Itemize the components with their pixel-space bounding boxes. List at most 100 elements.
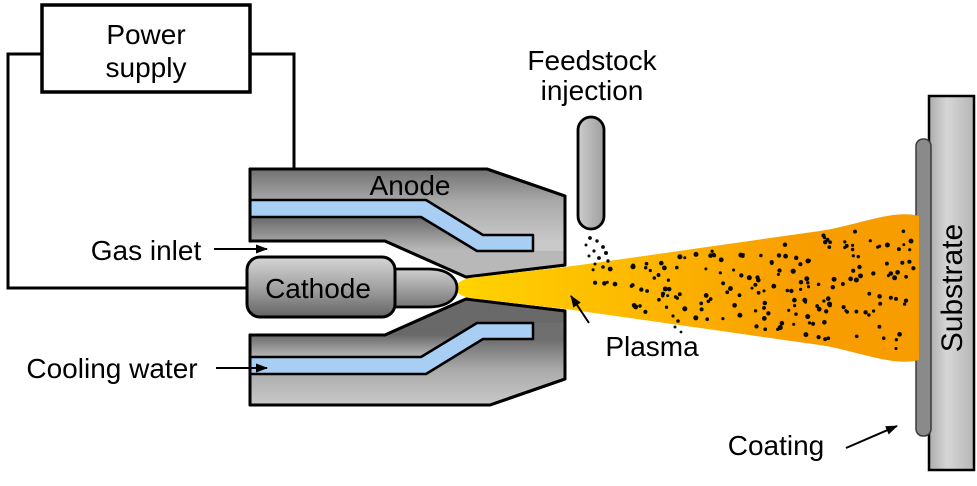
spray-particle (815, 304, 820, 309)
spray-particle (848, 276, 853, 282)
spray-particle (902, 302, 907, 306)
plasma-arrow (570, 295, 590, 324)
spray-particle (790, 268, 796, 274)
feedstock-injector-tube (576, 115, 606, 231)
spray-particle (708, 297, 713, 301)
spray-particle (737, 312, 743, 318)
spray-particle (798, 279, 804, 285)
spray-particle (826, 336, 831, 341)
spray-particle (597, 256, 601, 260)
spray-particle (602, 281, 607, 286)
spray-particle (693, 315, 699, 321)
spray-particle (706, 299, 711, 304)
spray-particle (844, 243, 849, 248)
spray-particle (806, 285, 811, 289)
spray-particle (593, 262, 597, 266)
spray-particle (776, 272, 780, 276)
spray-particle (746, 275, 752, 281)
spray-particle (652, 276, 657, 280)
spray-particle (591, 268, 595, 272)
spray-particle (737, 293, 742, 298)
spray-particle (867, 313, 871, 317)
spray-particle (798, 262, 803, 267)
spray-particle (683, 256, 687, 260)
spray-particle (721, 316, 725, 321)
spray-particle (798, 287, 803, 292)
spray-particle (811, 321, 816, 326)
spray-particle (753, 309, 758, 313)
spray-particle (703, 293, 709, 298)
spray-particle (794, 312, 798, 316)
spray-particle (904, 274, 908, 279)
gas-inlet-label: Gas inlet (91, 235, 202, 266)
cathode-tip (391, 267, 459, 309)
spray-particle (877, 294, 882, 299)
spray-particle (606, 259, 610, 263)
spray-particle (643, 265, 648, 270)
spray-particle (666, 286, 672, 292)
spray-particle (789, 288, 794, 294)
spray-particle (666, 278, 671, 282)
spray-particle (783, 253, 788, 259)
spray-particle (739, 273, 744, 278)
power-wires (6, 52, 296, 290)
spray-particle (806, 281, 810, 285)
spray-particle (601, 245, 605, 249)
spray-particle (648, 268, 652, 273)
spray-particle (851, 243, 855, 247)
substrate-bar (927, 94, 976, 472)
spray-particle (699, 301, 704, 306)
spray-particle (633, 304, 639, 310)
spray-particle (762, 305, 766, 310)
spray-particle (792, 322, 796, 326)
spray-particle (756, 290, 761, 295)
spray-particle (901, 229, 906, 234)
spray-particle (771, 283, 777, 289)
spray-particle (803, 332, 809, 338)
spray-particle (612, 281, 618, 287)
spray-particle (725, 290, 730, 295)
spray-particle (857, 264, 862, 270)
spray-particle (718, 257, 724, 263)
spray-particle (732, 268, 736, 272)
spray-particle (854, 334, 859, 339)
spray-particle (662, 286, 668, 292)
spray-particle (787, 308, 791, 312)
anode-assembly-bottom (248, 297, 567, 407)
spray-particle (782, 242, 788, 247)
spray-particle (825, 296, 831, 301)
spray-particle (777, 268, 782, 273)
spray-particle (776, 327, 780, 332)
spray-particle (677, 292, 682, 297)
spray-particle (907, 259, 912, 264)
spray-particle (766, 311, 771, 316)
spray-particle (853, 277, 859, 283)
spray-particle (822, 299, 826, 303)
spray-particle (762, 289, 766, 293)
spray-particle (903, 298, 909, 303)
spray-particle (761, 316, 767, 321)
anode-bottom-outline (248, 297, 567, 407)
spray-particle (662, 265, 667, 271)
spray-particle (894, 346, 898, 351)
spray-particle (816, 282, 821, 287)
cooling-channel-bottom (248, 321, 535, 376)
spray-particle (877, 244, 882, 248)
spray-particle (816, 334, 821, 340)
spray-particles (584, 229, 916, 351)
spray-particle (657, 297, 661, 302)
spray-particle (643, 309, 648, 315)
spray-particle (827, 303, 832, 308)
spray-particle (756, 277, 761, 283)
spray-particle (858, 273, 863, 279)
spray-particle (831, 276, 837, 282)
spray-particle (805, 313, 811, 320)
spray-particle (728, 286, 733, 291)
spray-particle (693, 251, 699, 257)
spray-particle (871, 309, 876, 313)
spray-particle (592, 249, 596, 253)
spray-particle (830, 285, 835, 290)
anode-assembly-top (248, 167, 567, 279)
spray-particle (607, 266, 613, 272)
